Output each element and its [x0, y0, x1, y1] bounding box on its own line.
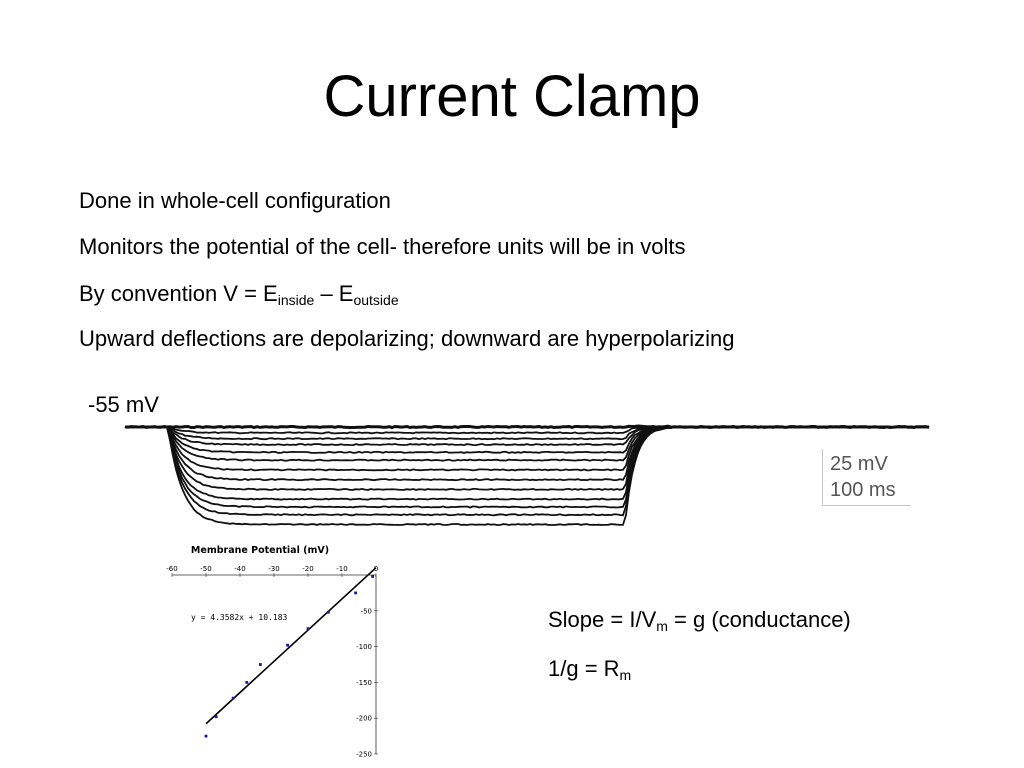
resting-potential-label: -55 mV	[88, 392, 159, 417]
trendline-equation: y = 4.3582x + 10.183	[191, 613, 288, 622]
data-point	[371, 575, 374, 578]
resistance-prefix: 1/g = R	[548, 656, 620, 681]
x-tick-label: -40	[234, 565, 245, 573]
trendline	[205, 567, 377, 725]
bullet-whole-cell: Done in whole-cell configuration	[79, 188, 391, 213]
convention-mid: – E	[314, 281, 354, 306]
chart-trendline	[205, 567, 377, 725]
data-point	[214, 715, 218, 719]
scale-bar	[822, 449, 911, 506]
slope-suffix: = g (conductance)	[667, 607, 851, 632]
slope-prefix: Slope = I/V	[548, 607, 657, 632]
x-tick-label: -60	[166, 565, 177, 573]
x-tick-label: -30	[268, 565, 279, 573]
slide-title: Current Clamp	[323, 64, 701, 129]
chart-title: Membrane Potential (mV)	[191, 545, 329, 556]
x-tick-label: -20	[302, 565, 313, 573]
data-point	[231, 696, 235, 700]
voltage-trace	[124, 425, 930, 447]
voltage-trace	[124, 425, 930, 482]
x-tick-label: -50	[200, 565, 211, 573]
data-point	[245, 681, 249, 684]
data-point	[204, 734, 208, 738]
slope-sub: m	[656, 618, 668, 634]
voltage-traces	[124, 424, 930, 526]
data-point	[259, 663, 262, 666]
bullet-monitors-potential: Monitors the potential of the cell- ther…	[79, 234, 686, 259]
convention-sub-inside: inside	[277, 292, 315, 308]
slope-formula: Slope = I/Vm = g (conductance)	[548, 607, 851, 633]
y-tick-label: -150	[356, 679, 372, 687]
x-tick-label: 0	[374, 565, 378, 573]
bullet-deflections: Upward deflections are depolarizing; dow…	[79, 326, 735, 351]
iv-chart: Membrane Potential (mV) -60 -50 -40 -30 -20 -…	[166, 545, 378, 759]
scale-voltage: 25 mV	[830, 453, 888, 475]
y-tick-label: -250	[356, 751, 372, 759]
resistance-sub: m	[619, 667, 632, 683]
trace-group	[124, 424, 930, 526]
data-point	[354, 591, 357, 595]
data-point	[286, 643, 289, 647]
convention-sub-outside: outside	[353, 292, 399, 308]
chart-axes	[172, 574, 377, 754]
x-tick-label: -10	[336, 565, 347, 573]
convention-prefix: By convention V = E	[79, 281, 278, 306]
bullet-convention: By convention V = Einside – Eoutside	[79, 281, 399, 307]
voltage-trace	[124, 425, 930, 526]
y-tick-label: -200	[356, 715, 372, 723]
data-point	[306, 627, 310, 631]
y-tick-label: -50	[361, 607, 372, 615]
chart-points	[204, 575, 374, 738]
data-point	[327, 610, 330, 614]
resistance-formula: 1/g = Rm	[548, 656, 631, 682]
y-tick-label: -100	[356, 643, 372, 651]
scale-time: 100 ms	[830, 479, 896, 501]
